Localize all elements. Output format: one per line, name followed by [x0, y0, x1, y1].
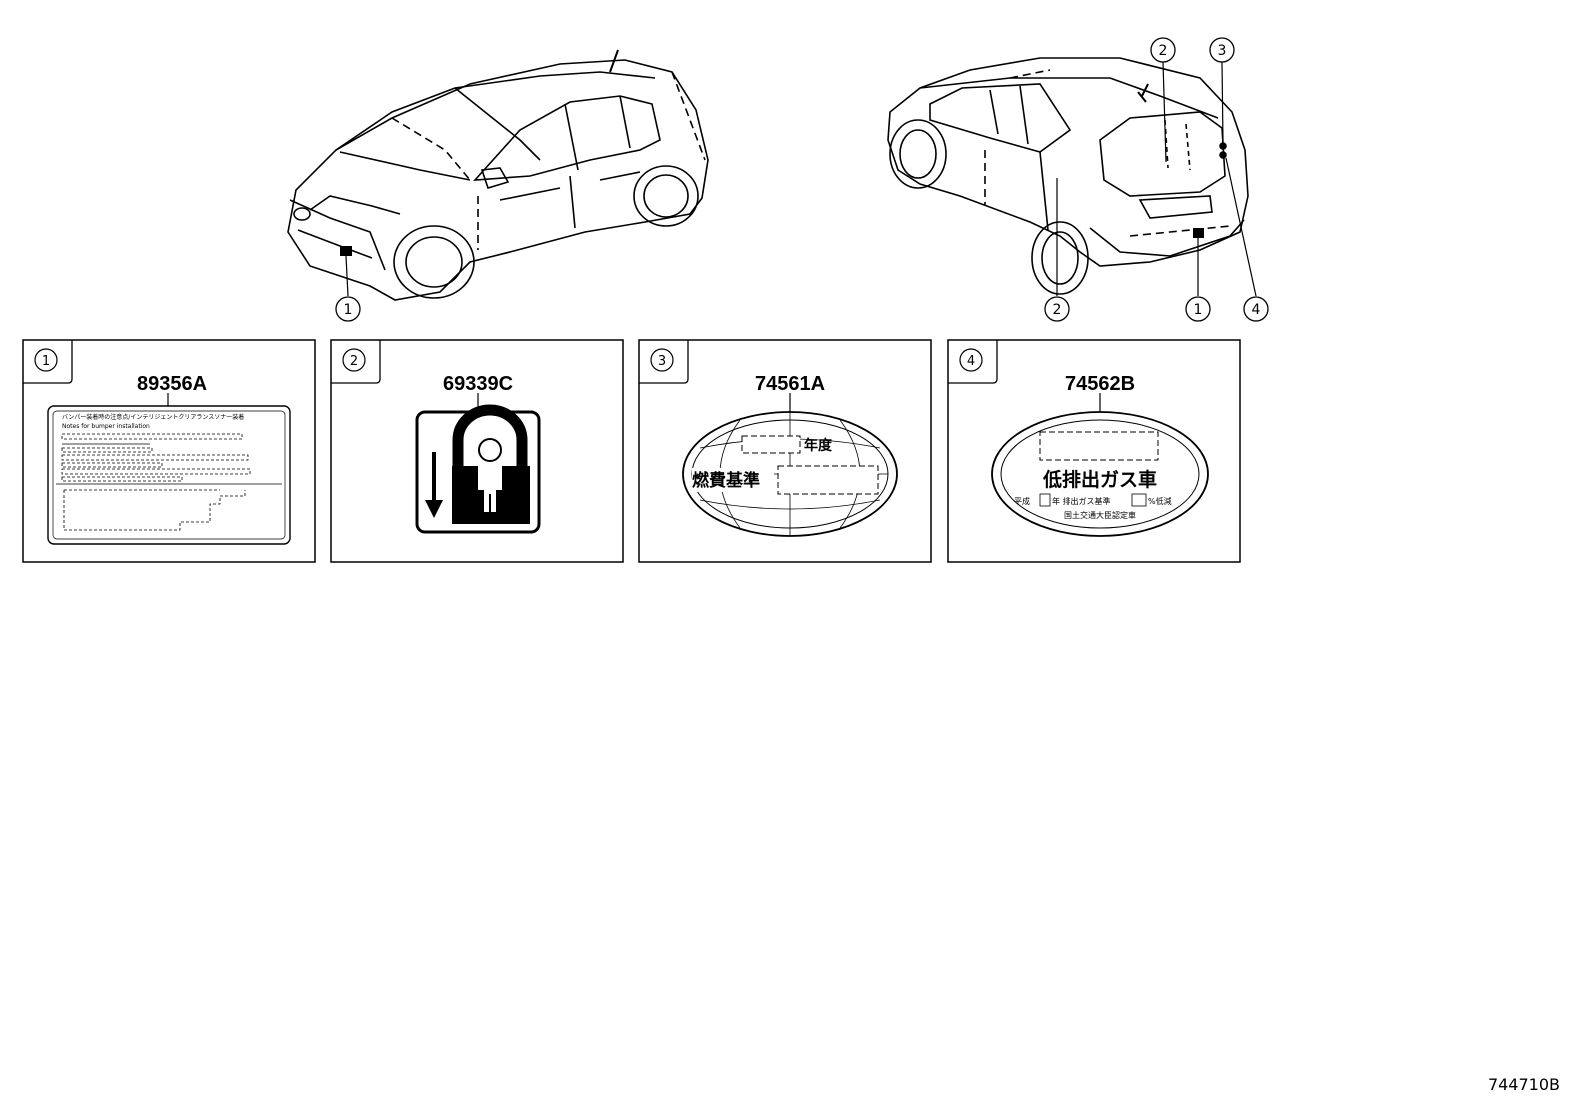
- callout-label: 1: [344, 302, 353, 318]
- label-line: Notes for bumper installation: [62, 423, 150, 430]
- callout-circle: [1185, 296, 1211, 322]
- panel-index: 2: [350, 354, 358, 369]
- panel-74561A: 3 74561A 年度 燃費基準: [638, 339, 932, 563]
- callout-circle: [1150, 37, 1176, 63]
- label-line: バンパー装着時の注意点/インテリジェントクリアランスソナー装着: [62, 413, 244, 421]
- callout-label: 1: [1194, 302, 1203, 318]
- rear-car-illustration: [887, 57, 1257, 297]
- car-callouts: 1 2 3 2 1 4: [335, 37, 1269, 322]
- panel-index: 3: [658, 354, 666, 369]
- panel-69339C: 2 69339C: [330, 339, 624, 563]
- callout-label: 2: [1053, 302, 1062, 318]
- part-number: 69339C: [443, 373, 513, 395]
- fuel-economy-sticker: 年度 燃費基準: [682, 411, 898, 537]
- diagram-id: 744710B: [1488, 1075, 1560, 1094]
- callout-circle: [335, 296, 361, 322]
- part-number: 89356A: [137, 373, 207, 395]
- panel-index: 1: [42, 354, 50, 369]
- sticker-row: 国土交通大臣認定車: [1064, 510, 1136, 520]
- callout-circle: [1243, 296, 1269, 322]
- part-number: 74561A: [755, 373, 825, 395]
- panel-74562B: 4 74562B 低排出ガス車 平成 年 排出ガス基準 %低減 国土交通大臣認定…: [947, 339, 1241, 563]
- callout-label: 4: [1252, 302, 1261, 318]
- panel-89356A: 1 89356A バンパー装着時の注意点/インテリジェントクリアランスソナー装着…: [22, 339, 316, 563]
- panel-index: 4: [967, 354, 975, 369]
- low-emission-sticker: 低排出ガス車 平成 年 排出ガス基準 %低減 国土交通大臣認定車: [991, 411, 1209, 537]
- year-label: 年度: [804, 437, 833, 454]
- front-car-illustration: [287, 49, 709, 301]
- callout-circle: [1044, 296, 1070, 322]
- sticker-row: 年 排出ガス基準: [1052, 496, 1111, 506]
- child-lock-icon: [415, 404, 541, 534]
- callout-label: 3: [1218, 43, 1227, 59]
- caution-label: [47, 405, 291, 545]
- callout-label: 2: [1159, 43, 1168, 59]
- callout-circle: [1209, 37, 1235, 63]
- fuel-standard-label: 燃費基準: [692, 470, 760, 491]
- sticker-row: %低減: [1148, 496, 1172, 506]
- part-number: 74562B: [1065, 373, 1135, 395]
- sticker-row: 平成: [1014, 496, 1030, 506]
- sticker-title: 低排出ガス車: [1042, 468, 1157, 491]
